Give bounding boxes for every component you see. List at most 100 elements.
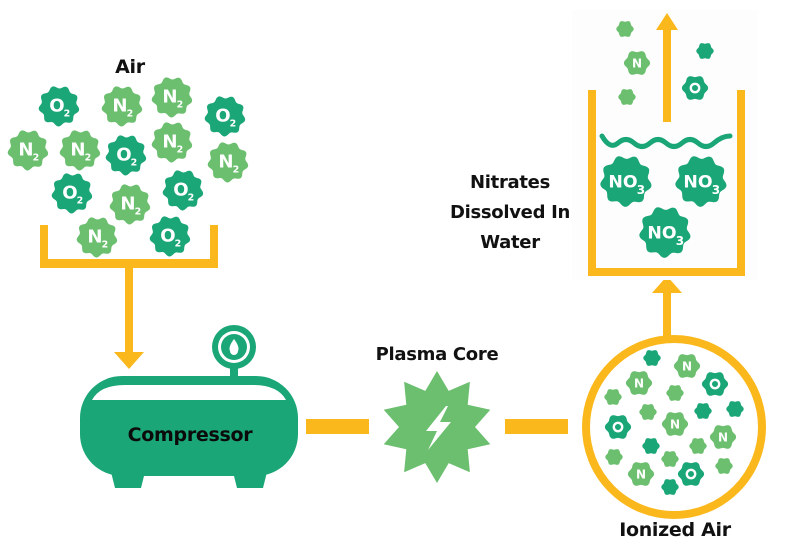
- air-molecule-n2-subscript: 2: [177, 99, 184, 110]
- ionized-particle-symbol: [685, 468, 697, 480]
- ionized-particle-symbol: N: [682, 360, 692, 374]
- compressor-icon: [80, 325, 298, 488]
- connector-compressor-plasma: [306, 419, 369, 434]
- ionized-particle-symbol: N: [634, 377, 644, 391]
- escaping-particle-shape: [618, 89, 636, 105]
- ionized-particle: [604, 389, 622, 405]
- nitrate-molecule-subscript: 3: [712, 183, 720, 197]
- escaping-particle-shape: [623, 51, 651, 75]
- ionized-particle-symbol: [709, 378, 721, 390]
- compressor-label: Compressor: [127, 424, 253, 446]
- air-molecule-o2-subscript: 2: [64, 108, 71, 119]
- air-molecule-o2-shape: [204, 96, 246, 137]
- air-molecule-n2-shape: [76, 217, 118, 258]
- air-molecule-n2-shape: [207, 142, 249, 183]
- air-molecule-n2-formula: N: [120, 193, 135, 214]
- ionized-particle: N: [661, 412, 689, 436]
- ionized-particle: [677, 462, 705, 486]
- air-molecule-n2-formula: N: [87, 226, 102, 247]
- ionized-particle: N: [625, 371, 653, 395]
- ionized-particle-shape: [661, 451, 679, 467]
- plasma-core-icon: [383, 371, 491, 483]
- air-molecule-n2-shape: [151, 122, 193, 163]
- air-molecule-n2-subscript: 2: [135, 206, 142, 217]
- air-molecule-o2-formula: O: [62, 182, 77, 203]
- ionized-particle-shape: [643, 350, 661, 366]
- lightning-bolt-icon: [426, 406, 451, 450]
- nitrate-molecule-shape: [600, 156, 652, 207]
- air-molecule-o2-subscript: 2: [230, 118, 237, 129]
- ionized-particle-shape: [661, 412, 689, 436]
- air-molecule-n2-shape: [59, 130, 101, 171]
- air-label: Air: [115, 56, 145, 78]
- air-molecule-o2-subscript: 2: [188, 192, 195, 203]
- air-molecule-n2-subscript: 2: [85, 152, 92, 163]
- air-molecule-o2-shape: [38, 86, 80, 127]
- air-molecule-n2-formula: N: [162, 131, 177, 152]
- air-molecule-o2: O2: [149, 216, 191, 257]
- ionized-particle-symbol: [612, 421, 624, 433]
- ionized-particle: N: [627, 462, 655, 486]
- ionized-particle: [605, 449, 623, 465]
- escaping-particle-shape: [681, 76, 709, 100]
- nitrate-molecule-formula: NO: [608, 173, 637, 193]
- escaping-particle: [618, 89, 636, 105]
- ionized-particle: N: [673, 354, 701, 378]
- ionized-particle-shape: [625, 371, 653, 395]
- air-molecule-o2: O2: [38, 86, 80, 127]
- air-molecule-o2-formula: O: [49, 95, 64, 116]
- ionized-particle-shape: [639, 404, 657, 420]
- escaping-particles: N: [616, 21, 714, 105]
- arrow-vapor-escape: [656, 13, 678, 122]
- air-molecule-n2-formula: N: [218, 151, 233, 172]
- ionized-particle-shape: [604, 415, 632, 439]
- ionized-particle: [643, 350, 661, 366]
- ionized-particle-shape: [726, 401, 744, 417]
- air-molecule-n2-formula: N: [112, 95, 127, 116]
- air-molecule-n2-subscript: 2: [233, 164, 240, 175]
- ionized-particle: [604, 415, 632, 439]
- air-molecule-o2-shape: [149, 216, 191, 257]
- ionized-particles: N N N N N: [604, 350, 744, 495]
- ionized-particle: [715, 458, 733, 474]
- air-molecule-o2-formula: O: [173, 179, 188, 200]
- air-molecule-o2: O2: [105, 135, 147, 176]
- ionized-particle-shape: [673, 354, 701, 378]
- ionized-particle-shape: [694, 403, 712, 419]
- ionized-particle: N: [709, 425, 737, 449]
- ionized-particle: [642, 438, 660, 454]
- water-wave-icon: [599, 133, 733, 149]
- gauge-stem: [230, 365, 238, 378]
- nitrates-label-line: Dissolved In: [449, 202, 571, 223]
- ionized-particle-symbol: N: [718, 431, 728, 445]
- ionized-particle-shape: [689, 438, 707, 454]
- ionized-particle-shape: [677, 462, 705, 486]
- air-molecule-n2-subscript: 2: [102, 239, 109, 250]
- nitrates-label: Nitrates Dissolved In Water: [440, 168, 580, 258]
- ionized-particle: [689, 438, 707, 454]
- air-molecule-n2-subscript: 2: [33, 152, 40, 163]
- air-molecule-n2-shape: [7, 130, 49, 171]
- air-molecule-n2-formula: N: [70, 139, 85, 160]
- ionized-particle: [661, 479, 679, 495]
- nitrate-molecule-formula: NO: [683, 173, 712, 193]
- air-molecule-n2-shape: [101, 86, 143, 127]
- escaping-particle-shape: [616, 21, 634, 37]
- air-molecule-o2-formula: O: [215, 105, 230, 126]
- nitrate-molecule-subscript: 3: [637, 183, 645, 197]
- nitrates-label-line: Nitrates: [470, 172, 550, 193]
- air-molecule-o2-subscript: 2: [131, 157, 138, 168]
- air-molecule-o2-shape: [105, 135, 147, 176]
- ionized-particle-shape: [604, 389, 622, 405]
- ionized-particle: [701, 372, 729, 396]
